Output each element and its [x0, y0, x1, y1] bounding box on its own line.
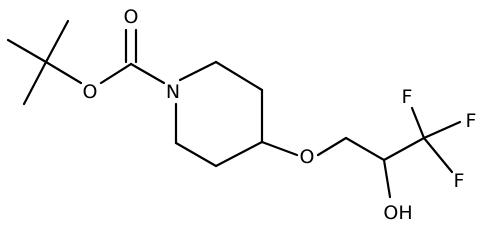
- atom-f-top: F: [402, 86, 413, 108]
- ch2-to-choh: [344, 136, 386, 162]
- tbu-to-ester-o: [44, 60, 83, 85]
- atom-o-carbonyl: O: [124, 6, 139, 28]
- tbu-bond-2: [44, 19, 70, 64]
- choh-to-cf3: [382, 136, 426, 162]
- tbu-bond-1: [6, 38, 48, 64]
- ether-o-to-ch2: [316, 136, 348, 157]
- ring-c2-to-c3: [214, 60, 264, 92]
- carbonyl-c-to-n: [129, 62, 166, 85]
- c4-to-ether-o: [260, 140, 299, 157]
- atom-oh: OH: [383, 202, 412, 224]
- ring-c5-to-c6: [174, 141, 218, 168]
- cf3-to-f-top: [410, 106, 426, 140]
- cf3-to-f-right: [422, 120, 462, 140]
- bond-lines: [6, 19, 462, 199]
- atom-o-ester: O: [83, 81, 98, 103]
- tbu-bond-3: [22, 60, 48, 106]
- atom-o-ether: O: [300, 146, 315, 168]
- atom-f-right: F: [466, 110, 477, 132]
- atom-f-bottom: F: [454, 170, 465, 192]
- cf3-to-f-bottom: [422, 136, 454, 174]
- molecule-structure: O O N O F F F OH: [6, 6, 477, 224]
- atom-n-ring: N: [166, 81, 180, 103]
- ring-c4-to-c5: [214, 140, 264, 168]
- choh-to-oh: [382, 158, 392, 199]
- ester-o-to-carbonyl-c: [99, 62, 133, 85]
- ring-n-to-c2: [178, 60, 218, 82]
